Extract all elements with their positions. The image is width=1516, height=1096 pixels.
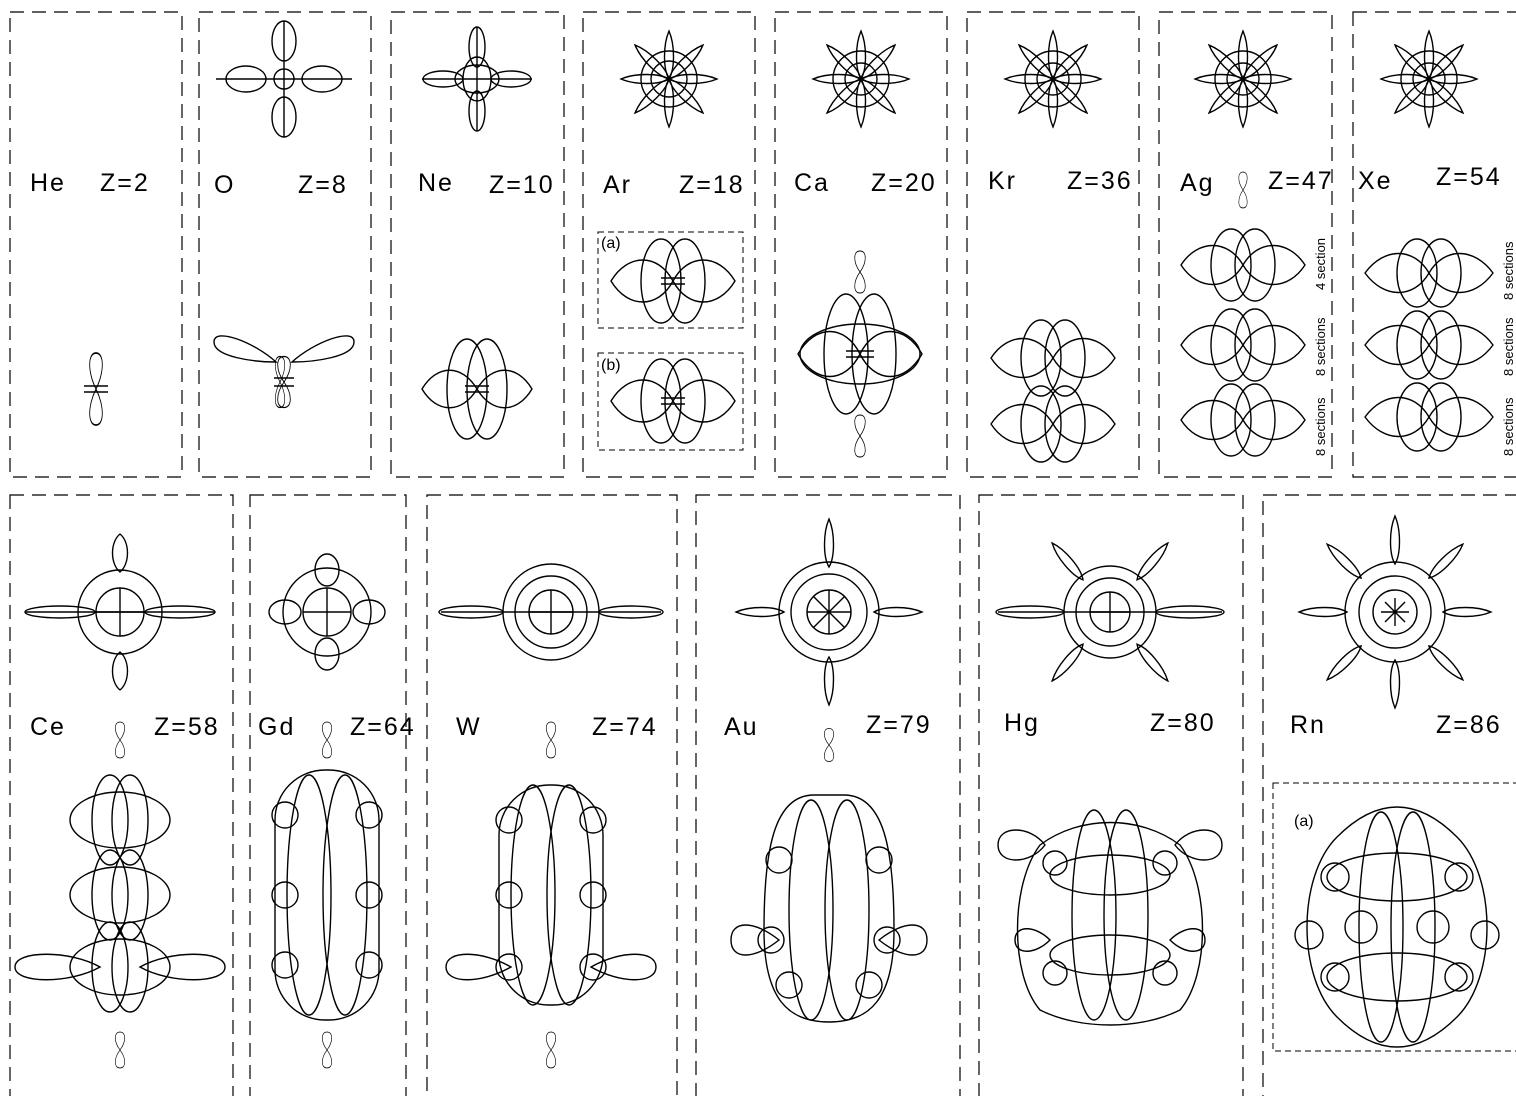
z-ne: Z=10 xyxy=(489,171,555,199)
gd-top-orbital xyxy=(269,554,385,670)
section-labels: 4 section 8 sections 8 sections 8 sectio… xyxy=(1313,238,1516,456)
z-o: Z=8 xyxy=(298,171,348,199)
panel-gd-border xyxy=(250,495,406,1096)
rn-top-orbital xyxy=(1299,516,1491,708)
z-ca: Z=20 xyxy=(871,169,937,197)
xe-section-label-3: 8 sections xyxy=(1501,397,1516,456)
panel-rn-border xyxy=(1263,495,1516,1096)
ca-top-orbital xyxy=(813,31,909,127)
symbol-rn: Rn xyxy=(1290,711,1326,739)
z-rn: Z=86 xyxy=(1436,711,1502,739)
ag-section-label-1: 4 section xyxy=(1313,238,1328,290)
symbol-ar: Ar xyxy=(603,171,632,199)
symbol-w: W xyxy=(456,713,482,741)
hg-bottom-orbital xyxy=(998,810,1222,1025)
ne-top-orbital xyxy=(422,27,532,131)
z-kr: Z=36 xyxy=(1067,167,1133,195)
xe-section-label-2: 8 sections xyxy=(1501,317,1516,376)
z-xe: Z=54 xyxy=(1436,163,1502,191)
ar-top-orbital xyxy=(621,31,717,127)
symbol-ne: Ne xyxy=(418,169,454,197)
symbol-gd: Gd xyxy=(258,713,295,741)
panel-hg-border xyxy=(979,495,1243,1096)
ne-bottom-orbital xyxy=(422,339,532,439)
hg-top-orbital xyxy=(996,540,1224,684)
o-bottom-orbital xyxy=(214,336,354,408)
au-bottom-orbital xyxy=(731,729,927,1023)
symbol-labels: He O Ne Ar Ca Kr Ag Xe Ce Gd W Au Hg Rn xyxy=(30,167,1393,741)
w-bottom-orbital xyxy=(446,722,656,1068)
ag-section-label-2: 8 sections xyxy=(1313,317,1328,376)
ce-bottom-orbital xyxy=(15,722,225,1068)
kr-top-orbital xyxy=(1005,31,1101,127)
z-ar: Z=18 xyxy=(679,171,745,199)
w-top-orbital xyxy=(439,564,663,660)
z-gd: Z=64 xyxy=(350,713,416,741)
kr-bottom-orbital xyxy=(991,320,1115,462)
z-hg: Z=80 xyxy=(1150,709,1216,737)
xe-section-label-1: 8 sections xyxy=(1501,241,1516,300)
panel-kr-border xyxy=(967,12,1139,477)
ce-top-orbital xyxy=(25,534,215,690)
symbol-ag: Ag xyxy=(1180,169,1215,197)
o-top-orbital xyxy=(216,21,352,137)
ag-section-label-3: 8 sections xyxy=(1313,397,1328,456)
panel-he-border xyxy=(10,12,182,477)
inset-labels: (a) (b) (a) xyxy=(601,235,1314,830)
panel-w-border xyxy=(427,495,677,1096)
ar-inset-b-label: (b) xyxy=(601,357,621,374)
symbol-hg: Hg xyxy=(1004,709,1040,737)
symbol-kr: Kr xyxy=(988,167,1017,195)
symbol-he: He xyxy=(30,169,66,197)
ag-top-orbital xyxy=(1195,31,1291,127)
ar-inset-a-label: (a) xyxy=(601,235,621,252)
symbol-ce: Ce xyxy=(30,713,66,741)
xe-bottom-orbital xyxy=(1365,239,1493,451)
panel-ca-border xyxy=(775,12,947,477)
ca-bottom-orbital xyxy=(798,251,922,457)
z-ce: Z=58 xyxy=(154,713,220,741)
ag-bottom-orbital xyxy=(1181,172,1305,456)
gd-bottom-orbital xyxy=(272,722,382,1068)
symbol-xe: Xe xyxy=(1358,167,1393,195)
symbol-o: O xyxy=(214,171,235,199)
symbol-au: Au xyxy=(724,713,759,741)
rn-inset-a-label: (a) xyxy=(1294,813,1314,830)
panel-ag-border xyxy=(1159,12,1332,477)
ar-inset-a-orbital xyxy=(611,239,735,323)
z-he: Z=2 xyxy=(100,169,150,197)
au-top-orbital xyxy=(736,519,922,705)
symbol-ca: Ca xyxy=(794,169,830,197)
ar-inset-b-orbital xyxy=(611,359,735,443)
z-w: Z=74 xyxy=(592,713,658,741)
z-ag: Z=47 xyxy=(1268,167,1334,195)
rn-inset-orbital xyxy=(1295,807,1499,1047)
z-au: Z=79 xyxy=(866,711,932,739)
he-orbital xyxy=(84,353,108,425)
xe-top-orbital xyxy=(1381,31,1477,127)
z-labels: Z=2 Z=8 Z=10 Z=18 Z=20 Z=36 Z=47 Z=54 Z=… xyxy=(100,163,1502,741)
